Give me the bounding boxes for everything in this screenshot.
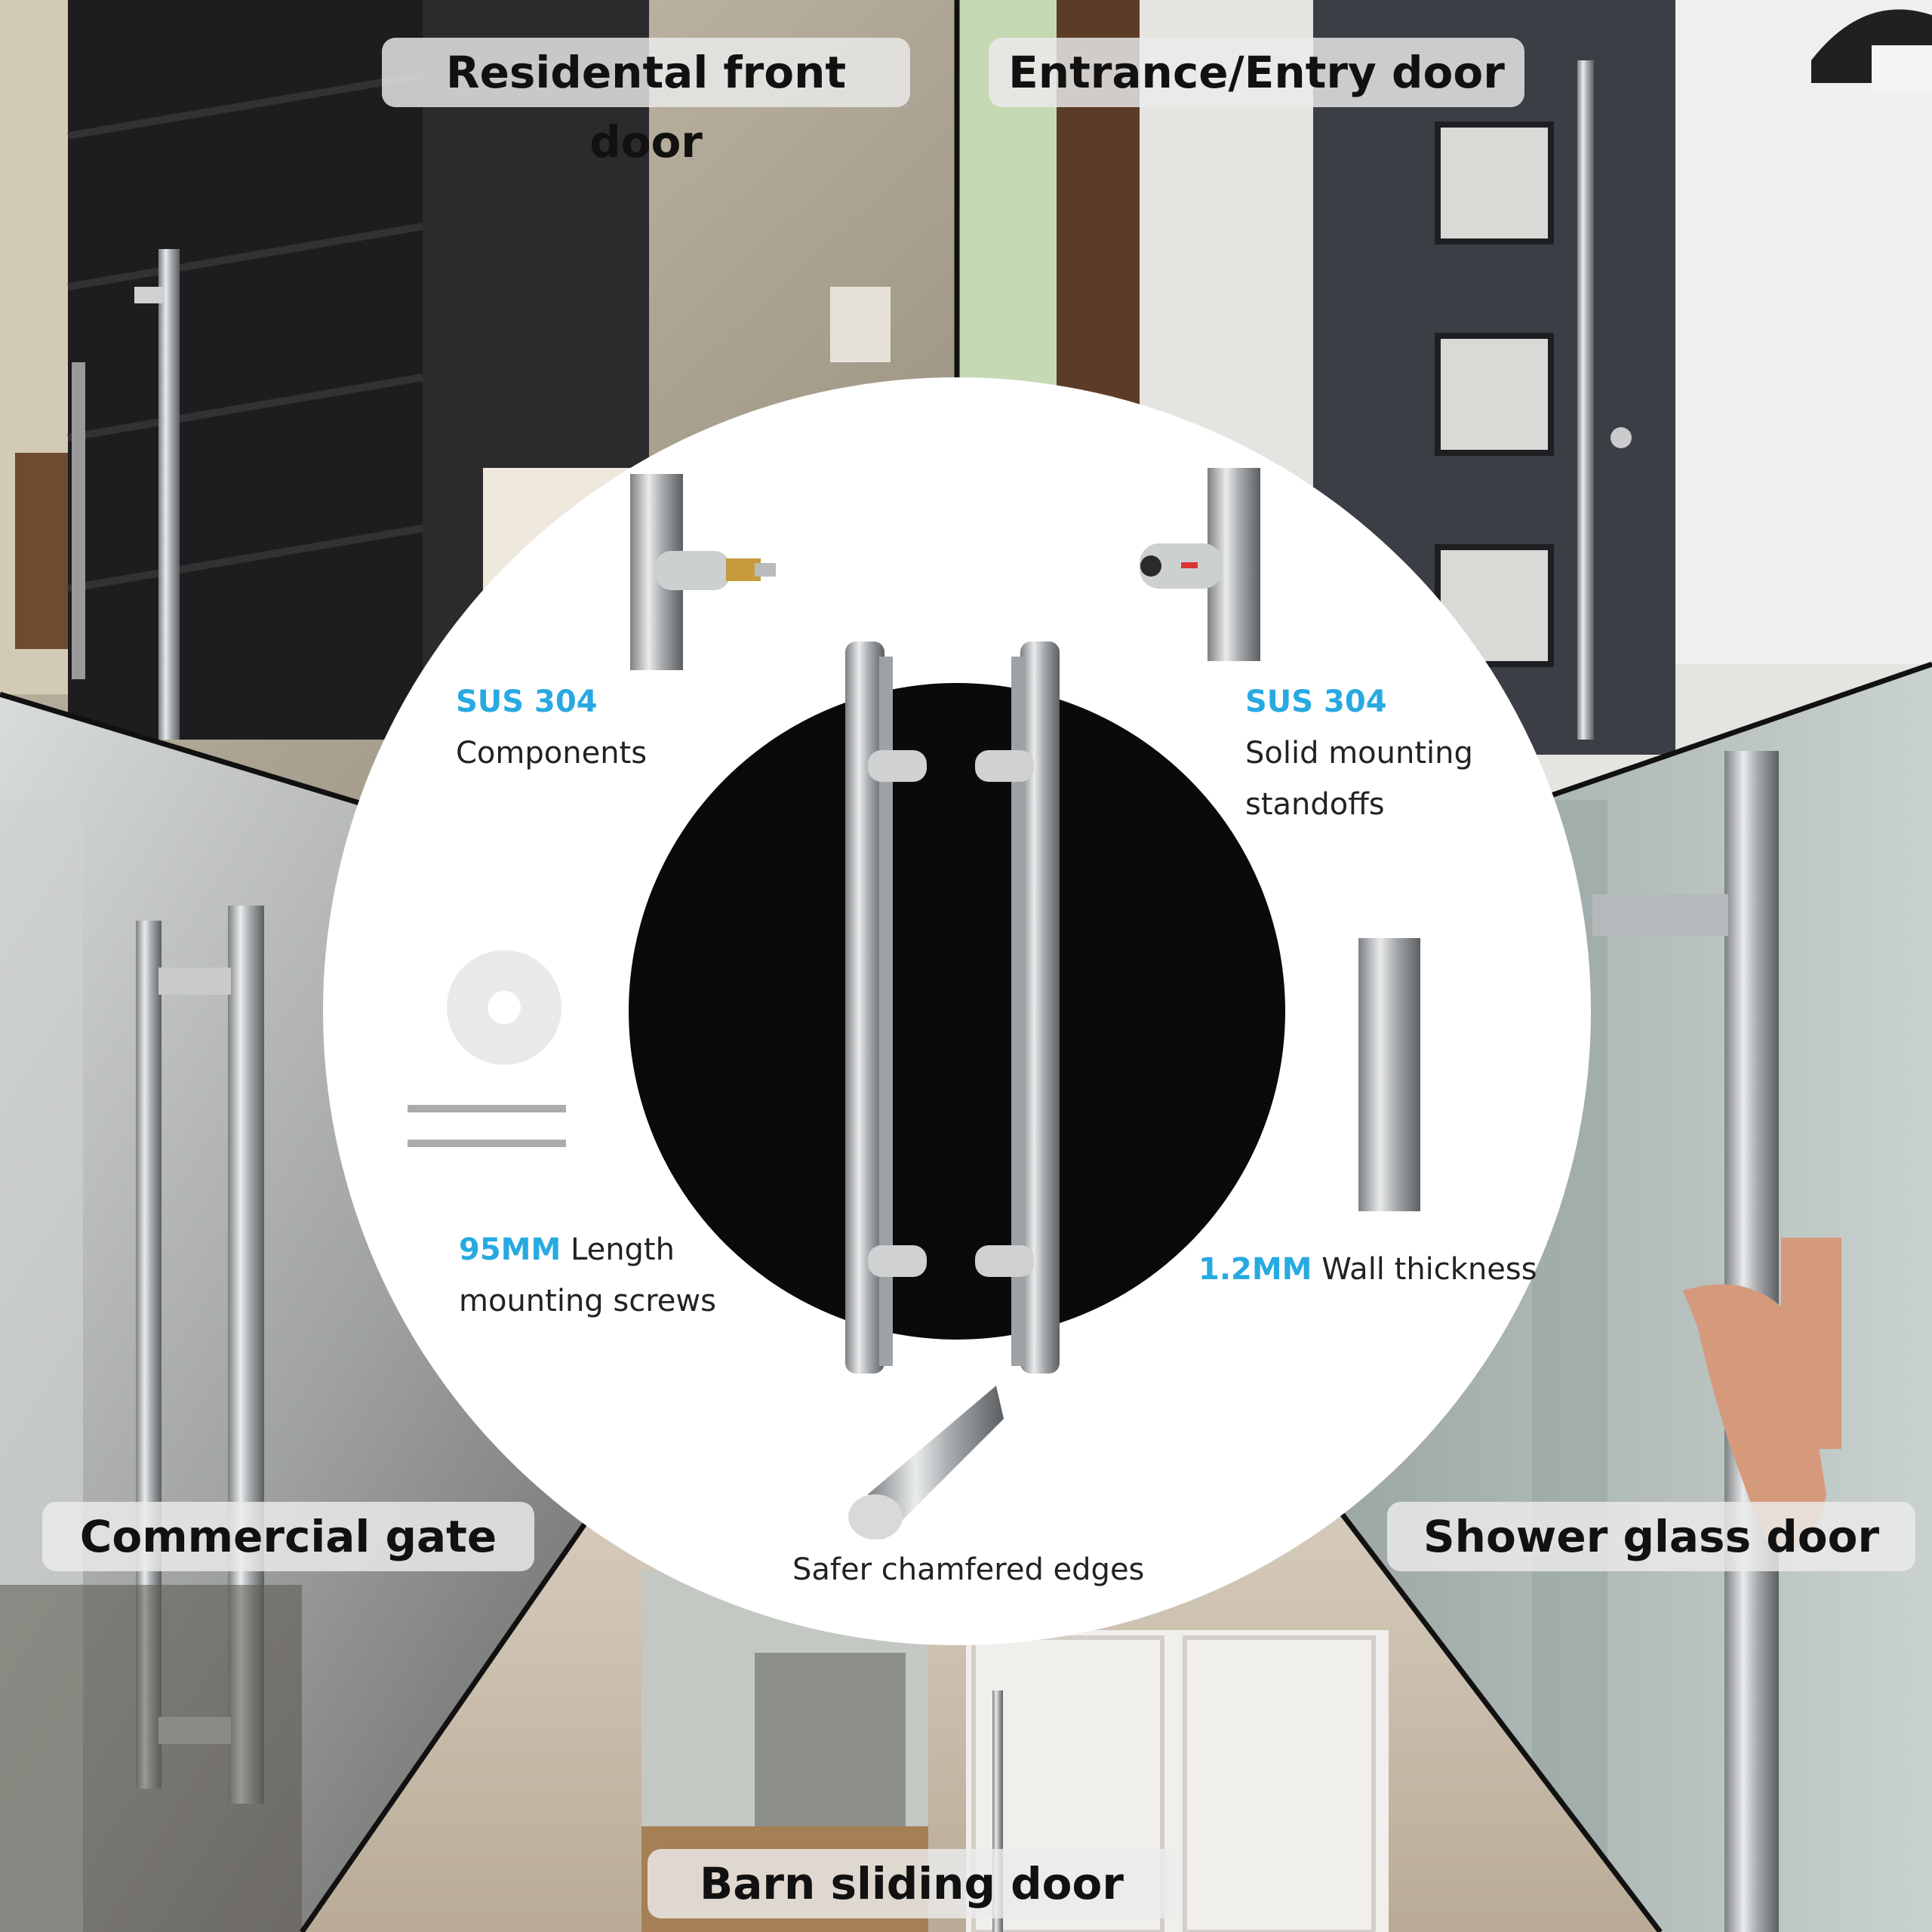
chamfered-end-icon xyxy=(848,1386,1004,1540)
label-residential-door: Residental front door xyxy=(382,38,910,168)
spec-standoffs: SUS 304 Solid mounting standoffs xyxy=(1245,676,1473,830)
spec-edges: Safer chamfered edges xyxy=(792,1544,1144,1595)
spec-components-highlight: SUS 304 xyxy=(456,685,598,719)
spec-wall-text: Wall thickness xyxy=(1321,1252,1537,1287)
label-barn-door: Barn sliding door xyxy=(648,1849,1176,1918)
standoff-detail-icon xyxy=(630,474,776,670)
black-center-disc xyxy=(629,683,1285,1340)
screws-washer-icon xyxy=(408,950,566,1147)
label-commercial-gate: Commercial gate xyxy=(42,1502,534,1571)
spec-edges-text: Safer chamfered edges xyxy=(792,1552,1145,1587)
spec-screws: 95MM Length mounting screws xyxy=(459,1224,716,1327)
door-handle-pair-icon xyxy=(845,641,1060,1374)
spec-screws-line2: mounting screws xyxy=(459,1284,716,1318)
spec-standoffs-highlight: SUS 304 xyxy=(1245,685,1387,719)
spec-components-text: Components xyxy=(456,736,648,771)
spec-standoffs-line1: Solid mounting xyxy=(1245,736,1473,771)
spec-wall: 1.2MM Wall thickness xyxy=(1198,1244,1537,1295)
spec-wall-highlight: 1.2MM xyxy=(1198,1252,1312,1287)
label-shower-door: Shower glass door xyxy=(1387,1502,1915,1571)
spec-screws-highlight: 95MM xyxy=(459,1232,561,1267)
label-entrance-door: Entrance/Entry door xyxy=(989,38,1524,107)
spec-components: SUS 304 Components xyxy=(456,676,647,779)
tube-section-icon xyxy=(1358,938,1420,1211)
spec-standoffs-line2: standoffs xyxy=(1245,787,1385,822)
spec-screws-line1: Length xyxy=(571,1232,675,1267)
solid-standoff-icon xyxy=(1140,468,1260,661)
